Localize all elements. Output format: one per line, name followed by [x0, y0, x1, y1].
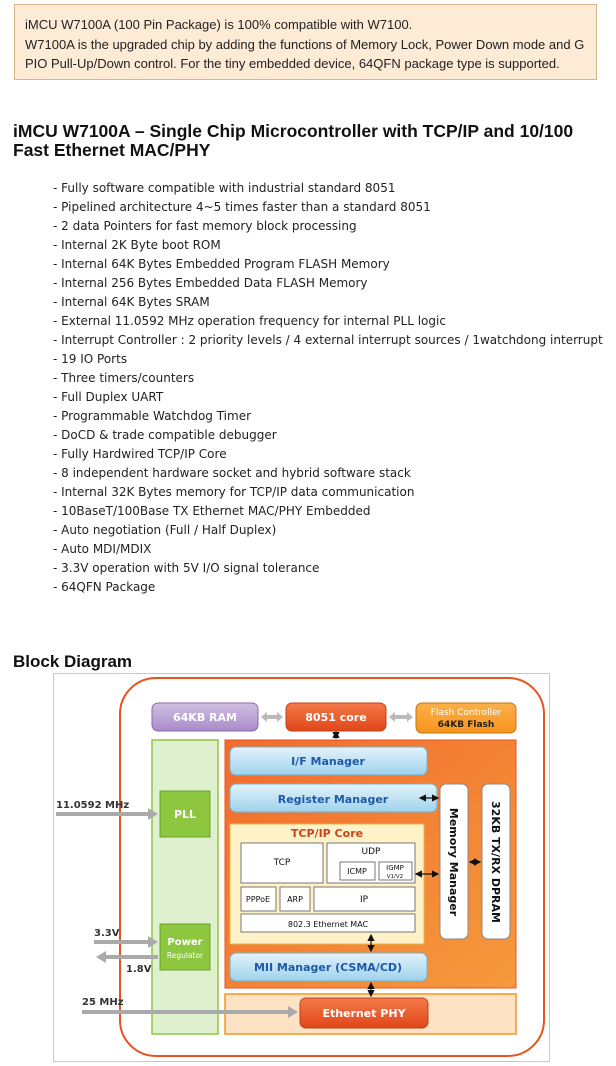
block-diagram: 64KB RAM 8051 core Flash Controller 64KB… — [53, 673, 550, 1062]
heading-line-1: iMCU W7100A – Single Chip Microcontrolle… — [13, 121, 574, 141]
feature-item: - Internal 32K Bytes memory for TCP/IP d… — [53, 485, 415, 499]
core-flash-arrowheads — [389, 712, 413, 722]
feature-item: - Full Duplex UART — [53, 390, 164, 404]
feature-item: - Fully software compatible with industr… — [53, 181, 396, 195]
feature-item: - Three timers/counters — [53, 371, 195, 385]
igmp-block — [378, 861, 413, 881]
feature-item: - External 11.0592 MHz operation frequen… — [53, 314, 446, 328]
tcp-label: TCP — [273, 858, 291, 868]
icmp-block — [339, 861, 376, 881]
mac-label: 802.3 Ethernet MAC — [288, 920, 369, 929]
feature-item: - Internal 64K Bytes SRAM — [53, 295, 210, 309]
feature-item: - 64QFN Package — [53, 580, 156, 594]
if-manager-label: I/F Manager — [291, 755, 365, 768]
pll-block — [159, 790, 211, 838]
feature-item: - Programmable Watchdog Timer — [53, 409, 252, 423]
dpram-block — [481, 783, 511, 940]
feature-item: - Fully Hardwired TCP/IP Core — [53, 447, 227, 461]
core-label: 8051 core — [305, 711, 366, 724]
pppoe-block — [240, 886, 277, 912]
igmp-label-2: V1/V2 — [387, 874, 403, 880]
flash-block — [415, 702, 517, 734]
if-manager-block — [229, 746, 428, 776]
v33-arrowhead — [148, 936, 158, 948]
block-diagram-title: Block Diagram — [13, 652, 133, 671]
icmp-label: ICMP — [347, 867, 367, 876]
flash-label-1: Flash Controller — [431, 708, 502, 718]
mhz25-arrowhead — [288, 1006, 298, 1018]
feature-item: - 10BaseT/100Base TX Ethernet MAC/PHY Em… — [53, 504, 371, 518]
mii-manager-label: MII Manager (CSMA/CD) — [254, 961, 402, 974]
ethernet-phy-block — [299, 997, 429, 1029]
udp-label: UDP — [362, 847, 382, 857]
notice-line-1: iMCU W7100A (100 Pin Package) is 100% co… — [25, 17, 413, 32]
notice-box: iMCU W7100A (100 Pin Package) is 100% co… — [14, 4, 597, 80]
tcp-block — [240, 842, 324, 884]
feature-item: - 8 independent hardware socket and hybr… — [53, 466, 411, 480]
product-heading: iMCU W7100A – Single Chip Microcontrolle… — [13, 122, 613, 160]
feature-item: - Interrupt Controller : 2 priority leve… — [53, 333, 603, 347]
feature-item: - Internal 256 Bytes Embedded Data FLASH… — [53, 276, 368, 290]
feature-list: - Fully software compatible with industr… — [53, 179, 603, 597]
memory-manager-label: Memory Manager — [447, 808, 460, 917]
v18-arrowhead — [96, 951, 106, 963]
ram-label: 64KB RAM — [173, 711, 237, 724]
ip-label: IP — [360, 895, 369, 905]
feature-item: - 2 data Pointers for fast memory block … — [53, 219, 357, 233]
dpram-label: 32KB TX/RX DPRAM — [489, 801, 502, 923]
mac-block — [240, 913, 416, 933]
feature-item: - 3.3V operation with 5V I/O signal tole… — [53, 561, 320, 575]
v18-label: 1.8V — [126, 964, 152, 975]
green-strip — [151, 739, 219, 1035]
register-manager-label: Register Manager — [278, 793, 389, 806]
clock-arrowhead — [148, 808, 158, 820]
igmp-label-1: IGMP — [386, 864, 404, 872]
mii-manager-block — [229, 952, 428, 982]
flash-label-2: 64KB Flash — [438, 720, 495, 730]
power-regulator-block — [159, 923, 211, 971]
v33-label: 3.3V — [94, 928, 120, 939]
feature-item: - Auto MDI/MDIX — [53, 542, 152, 556]
pppoe-label: PPPoE — [246, 895, 270, 904]
feature-item: - DoCD & trade compatible debugger — [53, 428, 277, 442]
feature-item: - 19 IO Ports — [53, 352, 128, 366]
ram-core-arrowheads — [261, 712, 283, 722]
feature-item: - Pipelined architecture 4~5 times faste… — [53, 200, 431, 214]
arp-block — [279, 886, 311, 912]
notice-line-3: PIO Pull-Up/Down control. For the tiny e… — [25, 56, 560, 71]
pll-label: PLL — [174, 808, 196, 821]
feature-item: - Internal 64K Bytes Embedded Program FL… — [53, 257, 390, 271]
power-label-1: Power — [167, 937, 202, 948]
tcpip-core-label: TCP/IP Core — [291, 827, 363, 840]
notice-line-2: W7100A is the upgraded chip by adding th… — [25, 36, 585, 52]
ram-block — [151, 702, 259, 732]
memory-manager-block — [439, 783, 469, 940]
power-label-2: Regulator — [167, 951, 204, 960]
heading-line-2: Fast Ethernet MAC/PHY — [13, 140, 211, 160]
ethernet-phy-label: Ethernet PHY — [322, 1007, 406, 1020]
arp-label: ARP — [287, 895, 303, 904]
feature-item: - Auto negotiation (Full / Half Duplex) — [53, 523, 277, 537]
mhz25-label: 25 MHz — [82, 997, 124, 1008]
ip-block — [313, 886, 416, 912]
feature-item: - Internal 2K Byte boot ROM — [53, 238, 221, 252]
clock-label: 11.0592 MHz — [56, 800, 129, 811]
